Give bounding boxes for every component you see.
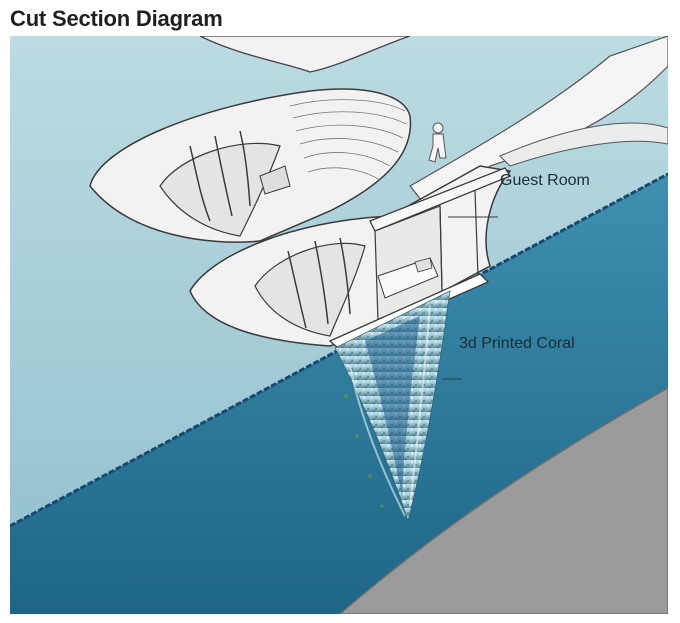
upper-pod — [89, 88, 412, 243]
coral-structure — [334, 290, 451, 523]
seabed — [338, 387, 668, 614]
boardwalk-lower — [499, 122, 668, 167]
cut-section-diagram — [10, 36, 668, 614]
top-shell — [199, 36, 411, 73]
diagram-illustration — [10, 36, 668, 614]
page-title: Cut Section Diagram — [10, 6, 223, 31]
guest-room-pod — [189, 165, 512, 349]
guest-room-label: Guest Room — [500, 172, 590, 189]
person-figure — [428, 122, 447, 163]
coral-label: 3d Printed Coral — [459, 335, 575, 352]
